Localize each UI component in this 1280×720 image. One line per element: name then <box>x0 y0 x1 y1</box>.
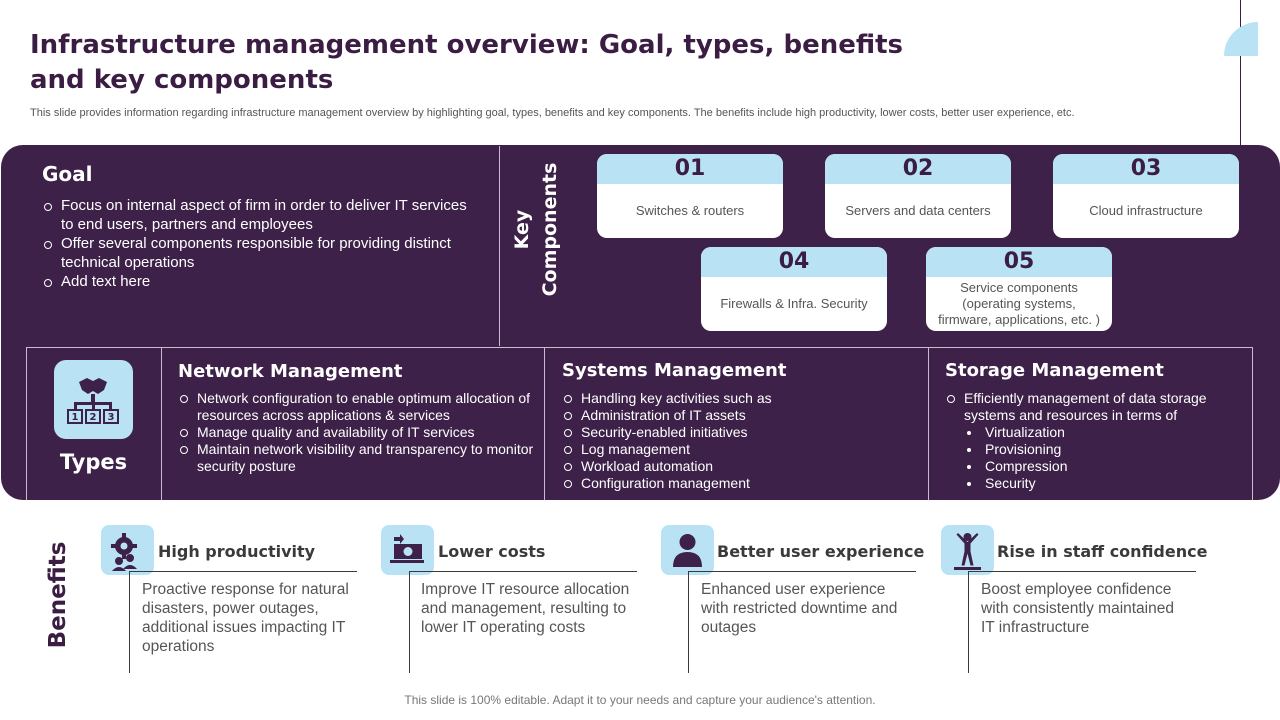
key-components-label: Key Components <box>511 162 561 297</box>
column-item: Configuration management <box>562 475 922 492</box>
benefit-description: Boost employee confidence with consisten… <box>981 581 1174 636</box>
footer-note: This slide is 100% editable. Adapt it to… <box>404 693 876 707</box>
benefit-vertical-line <box>129 571 130 673</box>
column-item: Handling key activities such as <box>562 390 922 407</box>
money-icon <box>381 525 434 575</box>
component-number: 02 <box>825 154 1011 184</box>
goal-item: Offer several components responsible for… <box>42 234 482 272</box>
storage-management-column: Storage Management Efficiently managemen… <box>945 360 1245 492</box>
column-list: Network configuration to enable optimum … <box>178 390 538 475</box>
benefit-title: High productivity <box>158 542 316 561</box>
page-subtitle: This slide provides information regardin… <box>30 107 1075 119</box>
component-text: Firewalls & Infra. Security <box>720 296 868 311</box>
benefit-vertical-line <box>688 571 689 673</box>
gear-people-icon <box>101 525 154 575</box>
benefit-description: Improve IT resource allocation and manag… <box>421 581 630 636</box>
component-text: Switches & routers <box>635 203 745 218</box>
types-box <box>26 347 1253 500</box>
user-icon <box>661 525 714 575</box>
benefit-underline <box>130 571 357 572</box>
component-text: Servers and data centers <box>845 203 991 218</box>
column-item: Efficiently management of data storage s… <box>945 390 1245 424</box>
component-text: Service components (operating systems, f… <box>938 280 1100 327</box>
sub-item: Compression <box>967 458 1245 475</box>
column-title: Network Management <box>178 361 403 382</box>
component-number: 01 <box>597 154 783 184</box>
svg-text:1: 1 <box>72 412 79 423</box>
goal-title: Goal <box>42 162 93 186</box>
goal-list: Focus on internal aspect of firm in orde… <box>42 196 482 291</box>
decorative-quarter-circle <box>1224 22 1258 56</box>
confident-person-icon <box>941 525 994 575</box>
hierarchy-handshake-icon: 1 2 3 <box>54 360 133 439</box>
column-list: Handling key activities such as Administ… <box>562 390 922 492</box>
storage-sub-list: Virtualization Provisioning Compression … <box>945 424 1245 492</box>
sub-item: Provisioning <box>967 441 1245 458</box>
component-card-05: 05 Service components (operating systems… <box>926 247 1112 331</box>
component-card-04: 04 Firewalls & Infra. Security <box>701 247 887 331</box>
column-item: Administration of IT assets <box>562 407 922 424</box>
goal-item: Focus on internal aspect of firm in orde… <box>42 196 482 234</box>
column-item: Network configuration to enable optimum … <box>178 390 538 424</box>
column-item: Log management <box>562 441 922 458</box>
decorative-line <box>1240 0 1241 145</box>
benefit-underline <box>689 571 916 572</box>
column-title: Storage Management <box>945 360 1164 381</box>
svg-text:3: 3 <box>108 412 115 423</box>
column-title: Systems Management <box>562 360 787 381</box>
component-card-01: 01 Switches & routers <box>597 154 783 238</box>
component-card-03: 03 Cloud infrastructure <box>1053 154 1239 238</box>
goal-item: Add text here <box>42 272 482 291</box>
column-list: Efficiently management of data storage s… <box>945 390 1245 424</box>
benefit-description: Enhanced user experience with restricted… <box>701 581 898 636</box>
page-title: Infrastructure management overview: Goal… <box>30 30 904 95</box>
component-number: 03 <box>1053 154 1239 184</box>
component-number: 04 <box>701 247 887 277</box>
column-item: Manage quality and availability of IT se… <box>178 424 538 441</box>
network-management-column: Network Management Network configuration… <box>178 361 538 475</box>
types-label: Types <box>59 450 128 474</box>
benefit-vertical-line <box>409 571 410 673</box>
benefit-vertical-line <box>968 571 969 673</box>
benefit-description: Proactive response for natural disasters… <box>142 581 349 655</box>
benefit-title: Lower costs <box>438 542 546 561</box>
column-item: Workload automation <box>562 458 922 475</box>
column-divider <box>544 347 545 500</box>
svg-text:2: 2 <box>90 412 97 423</box>
systems-management-column: Systems Management Handling key activiti… <box>562 360 922 492</box>
sub-item: Virtualization <box>967 424 1245 441</box>
column-item: Security-enabled initiatives <box>562 424 922 441</box>
benefit-title: Rise in staff confidence <box>997 542 1208 561</box>
component-text: Cloud infrastructure <box>1089 203 1203 218</box>
column-divider <box>161 347 162 500</box>
component-number: 05 <box>926 247 1112 277</box>
benefit-title: Better user experience <box>717 542 925 561</box>
divider <box>499 146 500 346</box>
column-item: Maintain network visibility and transpar… <box>178 441 538 475</box>
column-divider <box>928 347 929 500</box>
benefit-underline <box>969 571 1196 572</box>
benefit-underline <box>410 571 637 572</box>
sub-item: Security <box>967 475 1245 492</box>
component-card-02: 02 Servers and data centers <box>825 154 1011 238</box>
benefits-label: Benefits <box>45 541 71 649</box>
